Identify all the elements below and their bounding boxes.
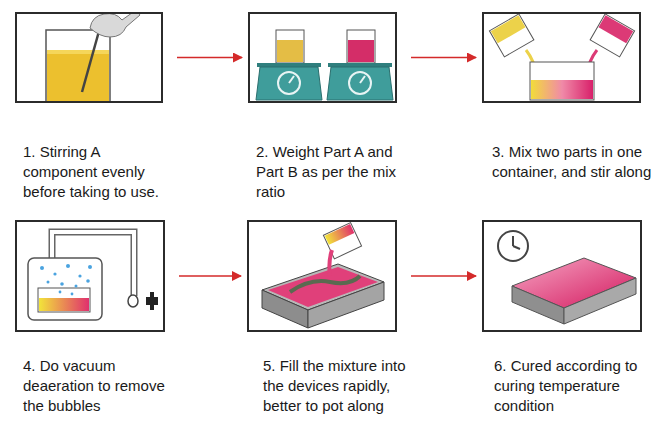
step-frame: 1. Stirring A component evenly before ta…: [15, 12, 163, 103]
step-frame: 6. Cured according to curing temperature…: [482, 220, 642, 332]
step-frame: 5. Fill the mixture into the devices rap…: [247, 220, 397, 332]
step-caption: 1. Stirring A component evenly before ta…: [23, 142, 175, 202]
step-frame: 3. Mix two parts in one container, and s…: [482, 12, 641, 103]
stirring-beaker: [46, 14, 140, 101]
flow-arrow: [179, 275, 241, 277]
step-frame: 2. Weight Part A and Part B as per the m…: [248, 12, 397, 103]
flow-arrow: [411, 57, 476, 59]
step-caption: 5. Fill the mixture into the devices rap…: [263, 356, 423, 416]
step-caption: 3. Mix two parts in one container, and s…: [492, 142, 652, 182]
vacuum-chamber: [28, 232, 158, 320]
step-caption: 2. Weight Part A and Part B as per the m…: [256, 142, 416, 202]
step-frame: 4. Do vacuum deaeration to remove the bu…: [15, 220, 165, 332]
flow-arrow: [411, 275, 476, 277]
step-caption: 6. Cured according to curing temperature…: [494, 356, 656, 416]
potting-device: [262, 223, 384, 328]
flow-arrow: [177, 57, 242, 59]
weighing-scales: [256, 30, 393, 100]
mixing-containers: [489, 14, 634, 100]
step-caption: 4. Do vacuum deaeration to remove the bu…: [23, 356, 179, 416]
curing-block: [498, 231, 636, 324]
